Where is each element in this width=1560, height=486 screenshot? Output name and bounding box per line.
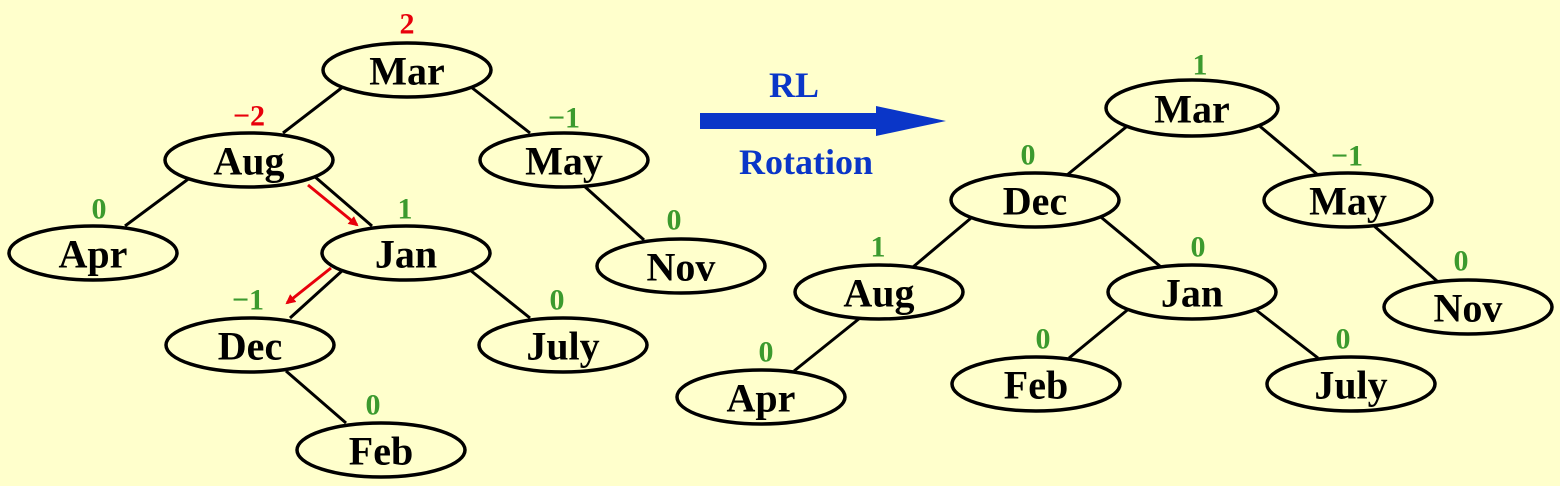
node-label: July (526, 324, 599, 369)
node-label: Mar (1154, 87, 1230, 132)
operation-subtitle: Rotation (739, 142, 873, 182)
balance-factor: 0 (92, 193, 107, 226)
node-oval (320, 224, 492, 282)
balance-factor: 0 (759, 336, 774, 369)
balance-factor: −1 (1331, 140, 1363, 173)
edge-mar-may (470, 85, 531, 135)
edge-aug-apr (124, 175, 192, 228)
node-oval (295, 421, 467, 479)
tree-node-mar: Mar 2 (321, 8, 493, 99)
balance-factor: 1 (398, 193, 413, 226)
node-oval (1382, 278, 1554, 336)
red-arrow-icon (307, 183, 359, 227)
balance-factor: 1 (871, 231, 886, 264)
node-label: Apr (727, 376, 796, 421)
edge-dec-aug (912, 211, 978, 269)
node-label: Nov (647, 245, 716, 290)
node-oval (321, 41, 493, 99)
node-label: May (525, 139, 603, 184)
rotation-operation: RL Rotation (700, 65, 946, 182)
node-oval (478, 131, 650, 189)
node-label: Feb (349, 429, 413, 474)
node-label: Aug (843, 271, 914, 316)
node-oval (163, 131, 335, 189)
balance-factor: 0 (1454, 245, 1469, 278)
red-arrow-icon (285, 266, 332, 305)
edge-may-nov (1372, 223, 1438, 283)
edge-jan-dec (288, 268, 345, 320)
edge-jan-feb (1068, 305, 1132, 360)
node-label: May (1309, 179, 1387, 224)
balance-factor: −1 (232, 284, 264, 317)
node-label: Nov (1434, 286, 1503, 331)
edge-dec-feb (285, 369, 347, 425)
balance-factor: 0 (1036, 323, 1051, 356)
node-oval (477, 316, 649, 374)
edge-jan-july (1255, 308, 1319, 360)
balance-factor: 0 (550, 284, 565, 317)
balance-factor: −1 (548, 102, 580, 135)
node-oval (7, 224, 179, 282)
tree-node-jan: Jan 0 (1106, 231, 1278, 321)
node-oval (950, 355, 1122, 413)
edge-dec-jan (1095, 211, 1162, 269)
tree-node-feb: Feb 0 (950, 323, 1122, 413)
edge-may-nov (581, 183, 646, 242)
balance-factor: 0 (1191, 231, 1206, 264)
node-label: Dec (1003, 179, 1067, 224)
tree-node-mar: Mar 1 (1104, 49, 1280, 138)
tree-node-aug: Aug 1 (793, 231, 965, 321)
edge-jan-july (469, 268, 531, 320)
balance-factor: −2 (233, 100, 265, 133)
node-label: July (1314, 363, 1387, 408)
balance-factor: 0 (667, 204, 682, 237)
node-oval (595, 237, 767, 295)
node-oval (675, 368, 847, 426)
node-label: Feb (1004, 363, 1068, 408)
balance-factor: 0 (1021, 139, 1036, 172)
tree-node-nov: Nov 0 (1382, 245, 1554, 336)
node-oval (949, 171, 1121, 229)
tree-node-apr: Apr 0 (675, 336, 847, 426)
edge-mar-may (1255, 121, 1319, 177)
tree-node-aug: Aug −2 (163, 100, 335, 189)
tree-node-july: July 0 (477, 284, 649, 374)
node-oval (793, 263, 965, 321)
node-label: Jan (1161, 271, 1223, 316)
tree-node-dec: Dec 0 (949, 139, 1121, 229)
node-label: Mar (369, 49, 445, 94)
tree-node-may: May −1 (1262, 140, 1434, 229)
tree-node-feb: Feb 0 (295, 389, 467, 479)
right-arrow-icon (700, 106, 946, 136)
edge-aug-apr (793, 316, 861, 373)
node-label: Apr (59, 232, 128, 277)
node-oval (1106, 263, 1278, 321)
node-oval (1265, 355, 1437, 413)
tree-node-july: July 0 (1265, 323, 1437, 413)
balance-factor: 1 (1193, 49, 1208, 82)
operation-title: RL (769, 65, 819, 105)
tree-node-apr: Apr 0 (7, 193, 179, 282)
tree-node-nov: Nov 0 (595, 204, 767, 295)
node-label: Aug (213, 139, 284, 184)
edge-mar-aug (282, 81, 349, 135)
tree-node-jan: Jan 1 (320, 193, 492, 282)
tree-node-may: May −1 (478, 102, 650, 189)
node-label: Dec (218, 324, 282, 369)
tree-node-dec: Dec −1 (164, 284, 336, 374)
node-label: Jan (375, 232, 437, 277)
balance-factor: 2 (400, 8, 415, 41)
balance-factor: 0 (366, 389, 381, 422)
balance-factor: 0 (1336, 323, 1351, 356)
edge-aug-jan (313, 174, 373, 228)
node-oval (1104, 78, 1280, 138)
node-oval (164, 316, 336, 374)
node-oval (1262, 171, 1434, 229)
edge-mar-dec (1066, 121, 1132, 177)
